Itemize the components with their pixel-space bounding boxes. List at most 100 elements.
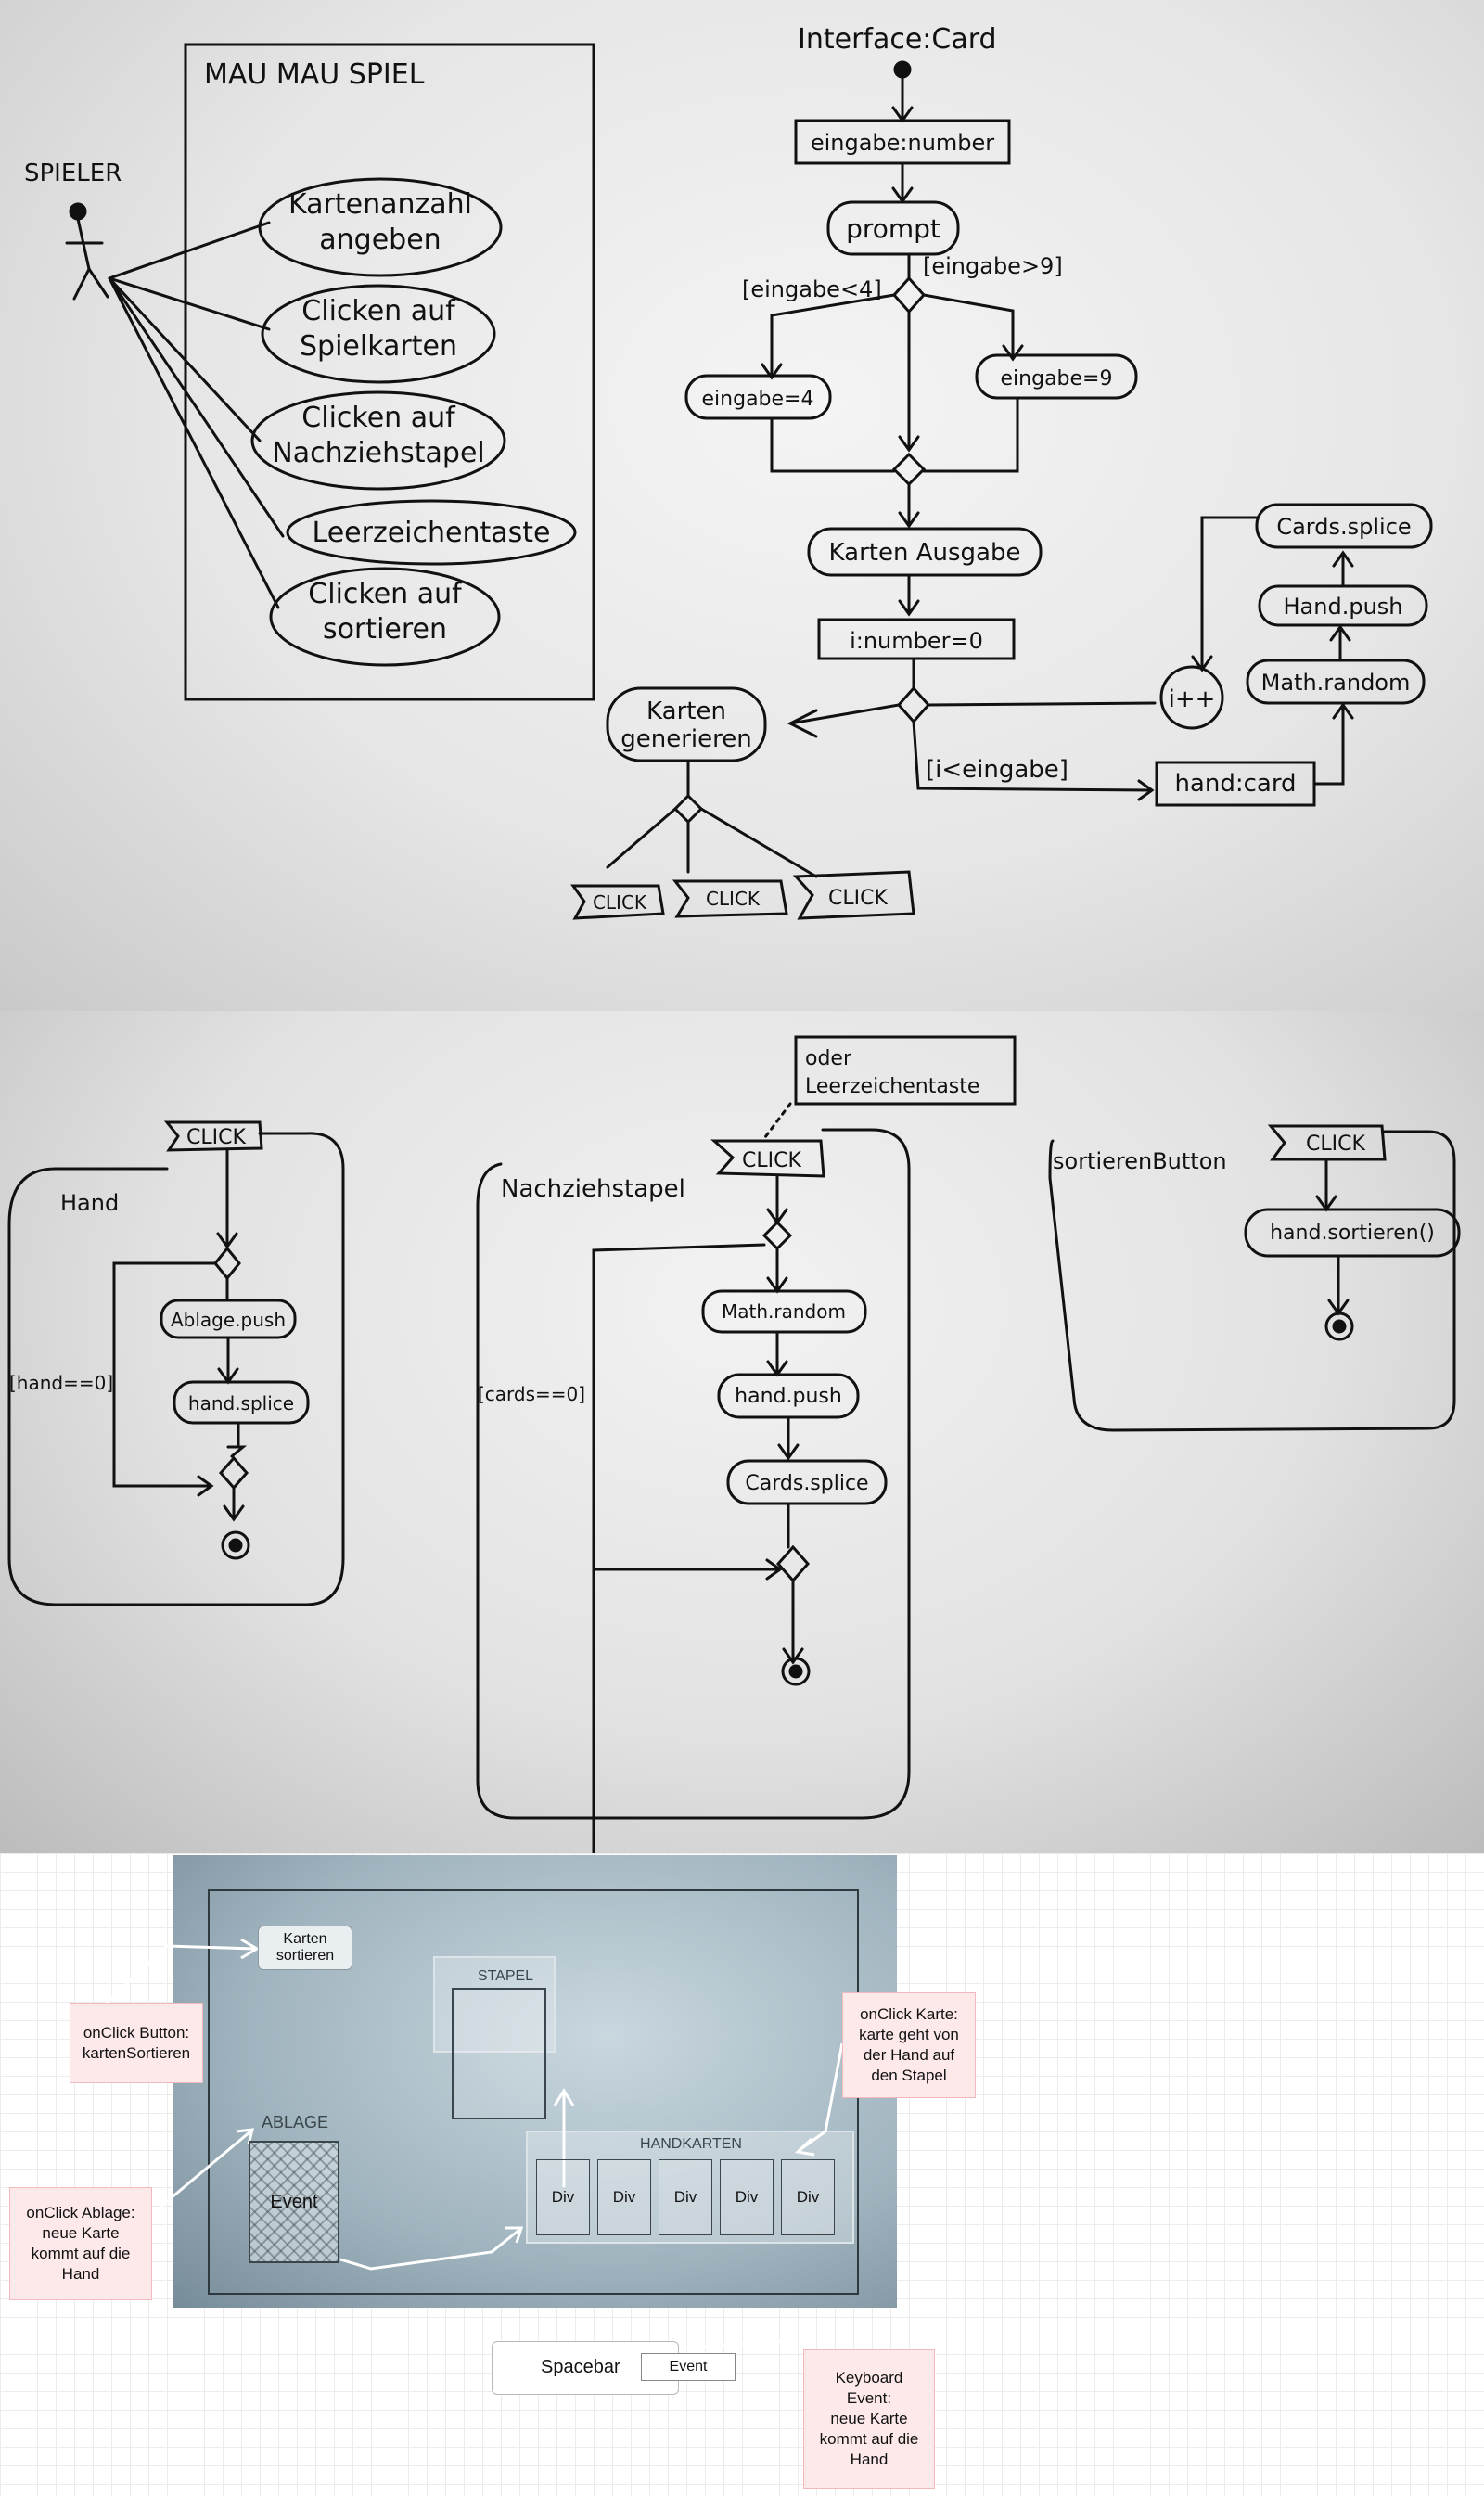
node-increment — [1159, 665, 1224, 730]
guard-high: [eingabe>9] — [923, 253, 1063, 279]
merge-eingabe — [891, 452, 927, 487]
svg-text:Leerzeichentaste: Leerzeichentaste — [805, 1075, 979, 1098]
mockup-arrows — [98, 1938, 844, 2365]
svg-text:eingabe=4: eingabe=4 — [702, 388, 814, 411]
svg-text:i++: i++ — [1169, 685, 1216, 713]
svg-text:CLICK: CLICK — [1306, 1133, 1365, 1156]
hand-card-div[interactable]: Div — [781, 2159, 835, 2235]
event-activity-sketch: Hand CLICK Ablage.push hand.splice [hand… — [0, 1011, 1484, 1853]
svg-text:CLICK: CLICK — [593, 891, 647, 914]
ablage-label: ABLAGE — [262, 2113, 328, 2131]
actor-associations — [108, 221, 285, 609]
spacebar-event: Event — [641, 2353, 736, 2381]
decision-loop — [896, 685, 931, 724]
svg-text:Karten Ausgabe: Karten Ausgabe — [829, 539, 1021, 567]
sort-title: sortierenButton — [1053, 1148, 1227, 1174]
draw-click-event — [710, 1139, 825, 1178]
click-event-1 — [570, 884, 665, 920]
node-counter — [817, 618, 1016, 660]
node-prompt — [826, 200, 960, 256]
sort-region — [1048, 1130, 1456, 1432]
hand-card-div[interactable]: Div — [536, 2159, 590, 2235]
svg-text:hand.push: hand.push — [735, 1385, 842, 1408]
hand-label: HANDKARTEN — [640, 2136, 742, 2152]
draw-note — [794, 1035, 1017, 1106]
use-case-spielkarten: Clicken auf — [301, 295, 456, 327]
node-draw-math-random — [701, 1289, 867, 1334]
draw-decision — [775, 1544, 811, 1583]
svg-text:i:number=0: i:number=0 — [850, 628, 983, 654]
svg-text:generieren: generieren — [620, 725, 751, 753]
hand-card-div[interactable]: Div — [597, 2159, 651, 2235]
ui-mockup-annotations: STAPEL ABLAGE HANDKARTEN Karten sortiere… — [0, 1853, 1484, 2496]
hand-merge — [213, 1246, 241, 1281]
svg-text:CLICK: CLICK — [186, 1126, 246, 1149]
mockup-drawing: STAPEL ABLAGE HANDKARTEN — [98, 1889, 859, 2365]
node-set-high — [975, 353, 1138, 400]
use-case-labels: Kartenanzahl angeben Clicken auf Spielka… — [272, 188, 550, 646]
svg-text:Nachziehstapel: Nachziehstapel — [272, 437, 485, 469]
spacebar-box[interactable]: Spacebar Event — [492, 2341, 736, 2395]
node-draw-cards-splice — [726, 1459, 888, 1505]
svg-text:Math.random: Math.random — [1261, 670, 1411, 696]
node-set-low — [684, 374, 832, 420]
svg-text:Karten: Karten — [646, 698, 726, 725]
svg-text:eingabe:number: eingabe:number — [811, 130, 994, 156]
note-ablage: onClick Ablage: neue Karte kommt auf die… — [9, 2187, 152, 2300]
hand-cards: Div Div Div Div Div — [536, 2159, 842, 2235]
system-title: MAU MAU SPIEL — [204, 58, 425, 91]
click-event-3 — [792, 870, 915, 920]
svg-text:Math.random: Math.random — [722, 1300, 846, 1323]
sort-end-node — [1324, 1312, 1354, 1341]
hand-decision — [219, 1455, 249, 1491]
svg-text:hand.splice: hand.splice — [188, 1392, 294, 1414]
svg-text:hand:card: hand:card — [1174, 770, 1296, 798]
node-hand-sortieren — [1244, 1208, 1461, 1258]
panel1-drawing: MAU MAU SPIEL SPIELER Kartenanzahl angeb… — [24, 23, 1433, 920]
spacebar-label: Spacebar — [541, 2357, 620, 2377]
svg-text:Cards.splice: Cards.splice — [1276, 514, 1411, 540]
use-case-sortieren: Clicken auf — [308, 578, 463, 610]
draw-end-node — [781, 1657, 811, 1686]
node-karten-ausgabe — [807, 527, 1043, 577]
node-karten-generieren — [606, 686, 767, 762]
note-card: onClick Karte: karte geht von der Hand a… — [842, 1992, 976, 2098]
use-case-leerzeichentaste: Leerzeichentaste — [313, 517, 551, 549]
note-sort: onClick Button: kartenSortieren — [70, 2003, 203, 2083]
draw-region — [476, 1128, 911, 1820]
start-node — [893, 60, 912, 79]
actor-stick-figure — [65, 202, 109, 301]
svg-text:angeben: angeben — [319, 224, 441, 256]
svg-text:Cards.splice: Cards.splice — [745, 1472, 868, 1495]
stapel-area — [433, 1956, 556, 2053]
hand-guard: [hand==0] — [9, 1372, 113, 1394]
use-case-kartenanzahl: Kartenanzahl — [288, 188, 472, 221]
sort-button[interactable]: Karten sortieren — [258, 1926, 352, 1970]
hand-end-node — [221, 1530, 250, 1560]
draw-merge — [761, 1220, 793, 1251]
draw-guard: [cards==0] — [478, 1383, 585, 1405]
hand-title: Hand — [60, 1190, 119, 1216]
sort-click-event — [1267, 1124, 1387, 1161]
stapel-label: STAPEL — [478, 1968, 533, 1984]
svg-text:CLICK: CLICK — [742, 1149, 801, 1172]
hand-card-div[interactable]: Div — [720, 2159, 774, 2235]
hand-card-div[interactable]: Div — [659, 2159, 712, 2235]
svg-text:oder: oder — [805, 1047, 852, 1070]
node-math-random — [1246, 659, 1426, 705]
svg-text:eingabe=9: eingabe=9 — [1001, 367, 1113, 390]
ablage-event[interactable]: Event — [249, 2141, 339, 2263]
svg-text:CLICK: CLICK — [828, 887, 888, 910]
hand-click-event — [163, 1120, 263, 1152]
decision-eingabe — [891, 275, 927, 314]
use-case-and-activity-sketch: MAU MAU SPIEL SPIELER Kartenanzahl angeb… — [0, 0, 1484, 1011]
node-hand-splice — [173, 1380, 310, 1425]
actor-label: SPIELER — [24, 160, 122, 187]
svg-text:Ablage.push: Ablage.push — [171, 1309, 286, 1331]
node-cards-splice — [1255, 503, 1433, 549]
interface-title: Interface:Card — [798, 23, 997, 56]
svg-text:Spielkarten: Spielkarten — [300, 330, 457, 363]
svg-text:hand.sortieren(): hand.sortieren() — [1270, 1222, 1435, 1245]
svg-text:prompt: prompt — [846, 213, 940, 244]
loop-guard: [i<eingabe] — [926, 756, 1068, 784]
